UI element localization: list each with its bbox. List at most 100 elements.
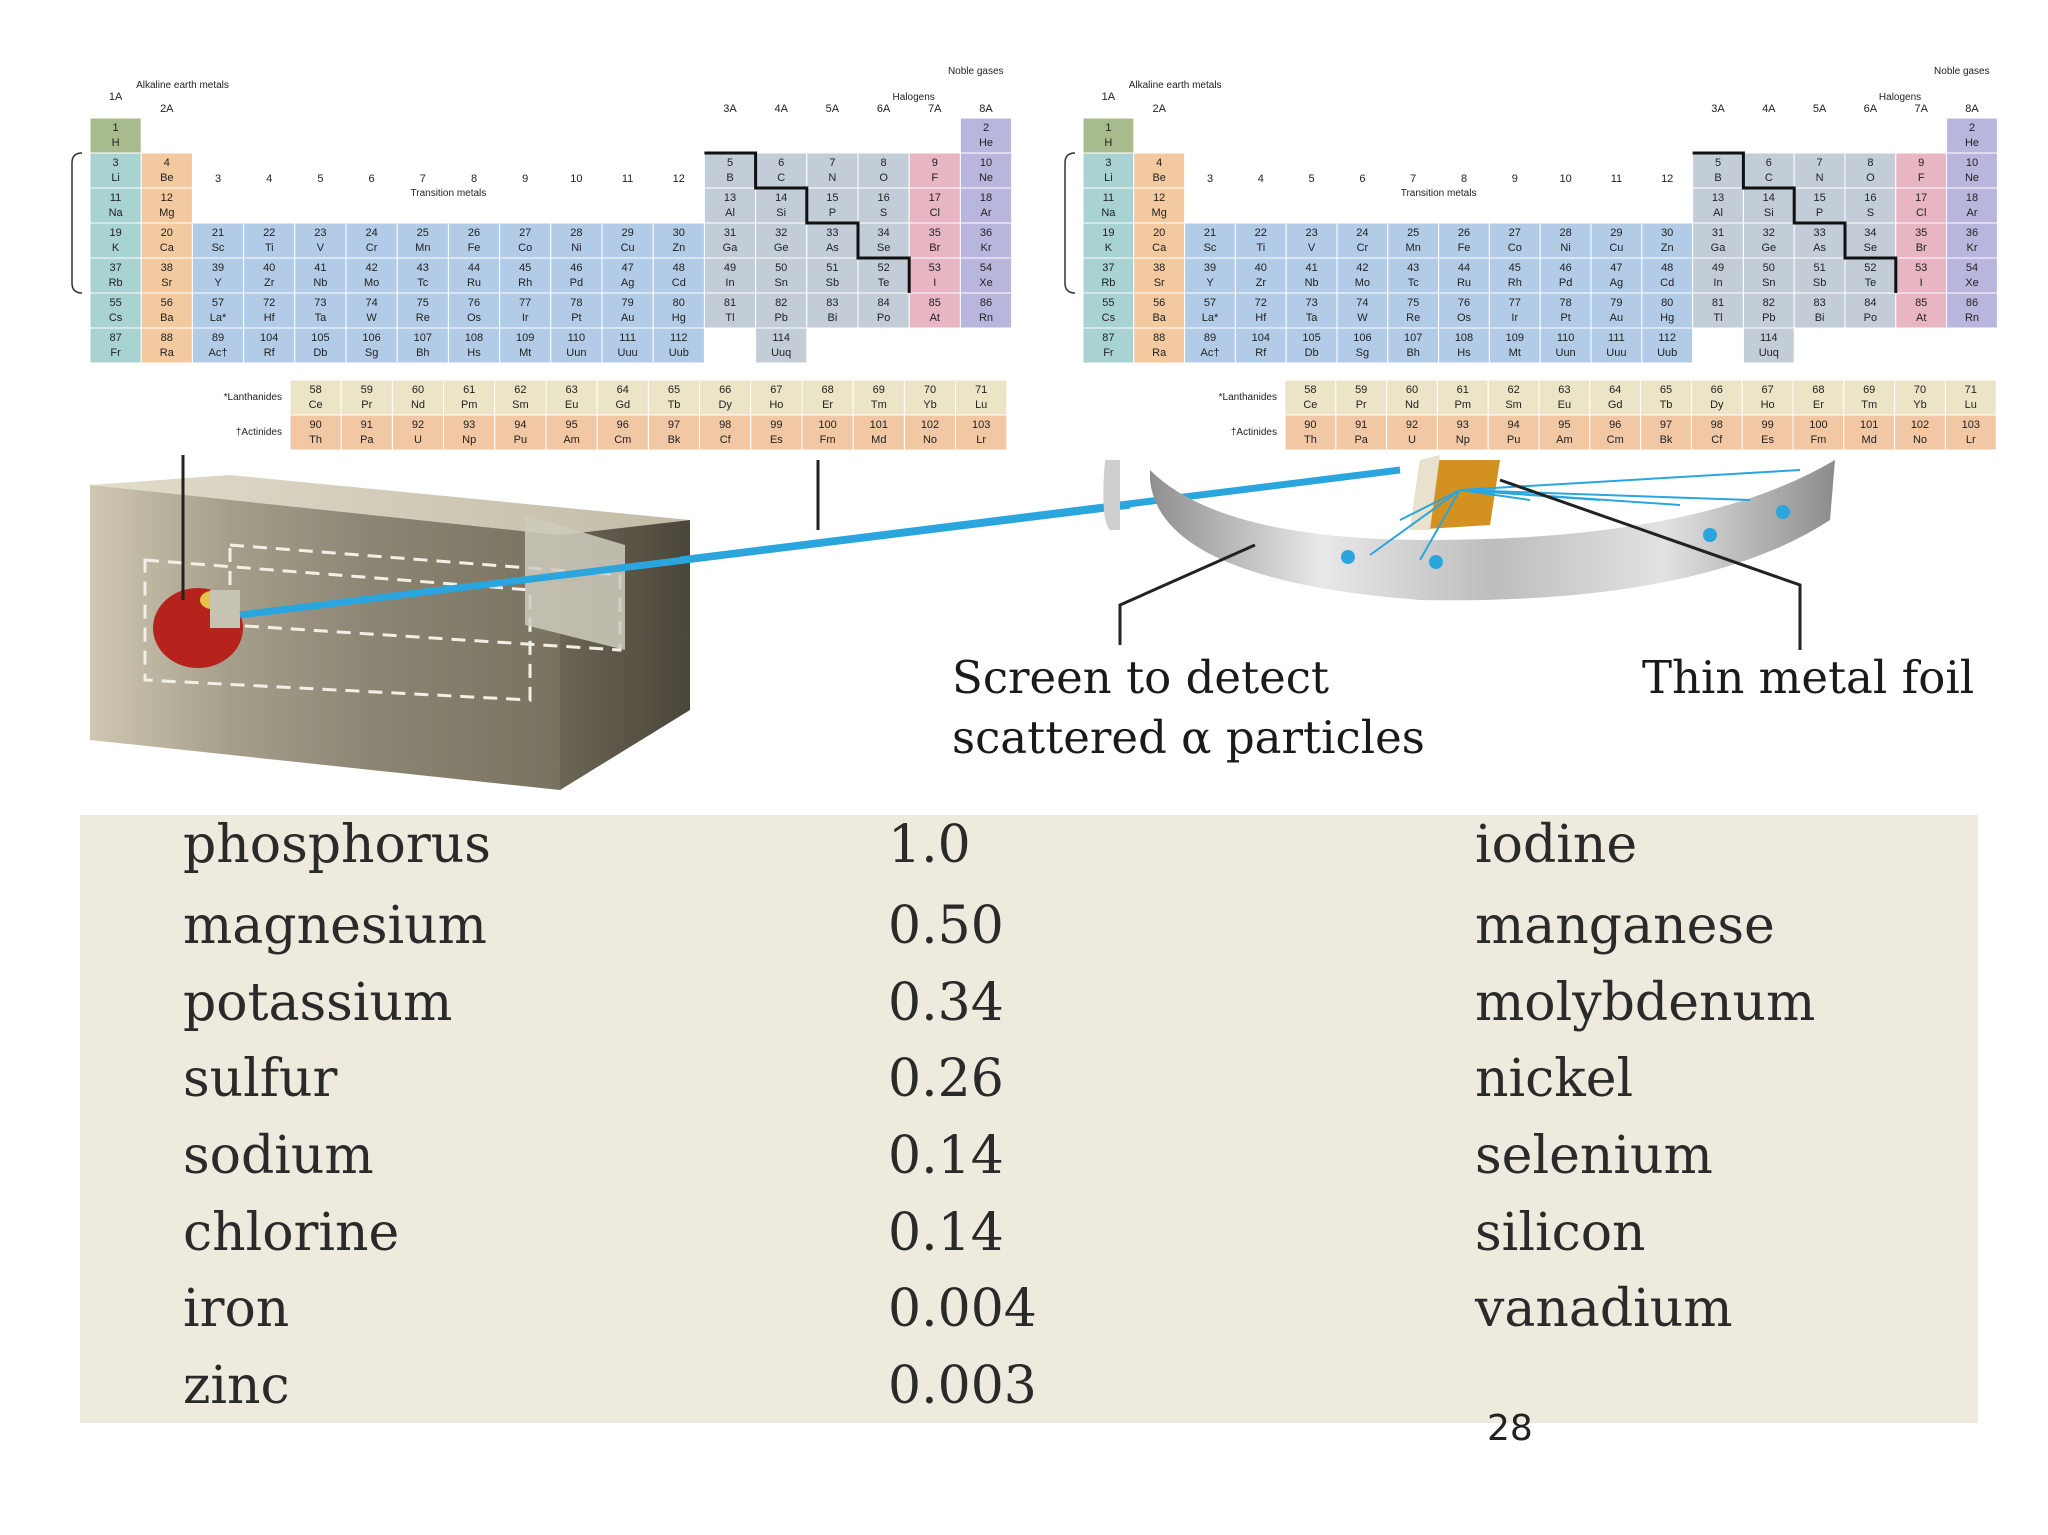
atomic-number: 56 xyxy=(161,297,173,309)
element-symbol: Pt xyxy=(1560,312,1570,324)
atomic-number: 48 xyxy=(1661,262,1673,274)
element-symbol: Rn xyxy=(1965,312,1979,324)
element-cell xyxy=(550,292,603,329)
trace-element: silicon xyxy=(1475,1203,1646,1263)
element-symbol: Rh xyxy=(1508,277,1522,289)
element-symbol: Eu xyxy=(1558,399,1571,411)
element-symbol: Nd xyxy=(411,399,425,411)
atomic-number: 14 xyxy=(775,192,787,204)
atomic-number: 57 xyxy=(212,297,224,309)
element-cell xyxy=(1488,327,1541,364)
element-cell xyxy=(601,222,654,259)
element-symbol: Br xyxy=(1916,242,1927,254)
element-symbol: Lu xyxy=(975,399,987,411)
f-block-cell xyxy=(1741,414,1794,451)
f-block-cell xyxy=(1538,379,1591,416)
lanthanides-label: *Lanthanides xyxy=(1219,392,1277,403)
foil-caption: Thin metal foil xyxy=(1642,651,1975,704)
element-cell xyxy=(1184,222,1236,259)
atomic-number: 28 xyxy=(570,227,582,239)
element-value: 0.003 xyxy=(888,1356,1037,1416)
atomic-number: 19 xyxy=(109,227,121,239)
group-label: 3A xyxy=(723,103,737,115)
element-symbol: Uub xyxy=(1657,347,1677,359)
element-symbol: Mo xyxy=(364,277,379,289)
element-symbol: Gd xyxy=(615,399,630,411)
element-symbol: H xyxy=(1104,137,1112,149)
atomic-number: 16 xyxy=(877,192,889,204)
f-block-cell xyxy=(1335,379,1388,416)
atomic-number: 66 xyxy=(719,384,731,396)
element-value: 0.14 xyxy=(888,1126,1004,1186)
f-block-cell xyxy=(1487,414,1540,451)
element-symbol: C xyxy=(1765,172,1773,184)
f-block-cell xyxy=(1843,414,1896,451)
element-symbol: Pa xyxy=(360,434,374,446)
element-symbol: Xe xyxy=(979,277,992,289)
group-label: 8A xyxy=(1965,103,1979,115)
element-cell xyxy=(447,327,501,364)
atomic-number: 85 xyxy=(1915,297,1927,309)
element-cell xyxy=(1539,327,1592,364)
element-cell xyxy=(755,152,808,189)
atomic-number: 20 xyxy=(161,227,173,239)
element-cell xyxy=(1082,292,1135,329)
element-cell xyxy=(1184,257,1236,294)
lanthanides-label: *Lanthanides xyxy=(224,392,282,403)
f-block-cell xyxy=(1436,379,1489,416)
element-symbol: Pt xyxy=(571,312,581,324)
element-symbol: Cu xyxy=(621,242,635,254)
element-symbol: Sb xyxy=(826,277,839,289)
atomic-number: 31 xyxy=(724,227,736,239)
atomic-number: 86 xyxy=(1966,297,1978,309)
atomic-number: 104 xyxy=(260,332,278,344)
atomic-number: 74 xyxy=(365,297,377,309)
element-symbol: Ir xyxy=(1511,312,1518,324)
atomic-number: 24 xyxy=(1356,227,1368,239)
element-cell xyxy=(1285,222,1338,259)
element-symbol: Ga xyxy=(723,242,739,254)
atomic-number: 41 xyxy=(314,262,326,274)
element-cell xyxy=(243,292,296,329)
element-symbol: Hg xyxy=(672,312,686,324)
element-cell xyxy=(1946,257,1998,294)
atomic-number: 78 xyxy=(570,297,582,309)
atomic-number: 67 xyxy=(1761,384,1773,396)
atomic-number: 105 xyxy=(311,332,329,344)
atomic-number: 15 xyxy=(1813,192,1825,204)
atomic-number: 75 xyxy=(417,297,429,309)
element-cell xyxy=(652,257,705,294)
element-symbol: Pb xyxy=(1762,312,1775,324)
atomic-number: 72 xyxy=(263,297,275,309)
atomic-number: 114 xyxy=(772,332,790,344)
element-symbol: Rf xyxy=(264,347,276,359)
element-name: potassium xyxy=(183,973,453,1033)
atomic-number: 65 xyxy=(668,384,680,396)
atomic-number: 24 xyxy=(365,227,377,239)
element-symbol: Hs xyxy=(1457,347,1471,359)
atomic-number: 17 xyxy=(929,192,941,204)
atomic-number: 103 xyxy=(972,419,990,431)
atomic-number: 61 xyxy=(1457,384,1469,396)
f-block-cell xyxy=(443,379,496,416)
element-symbol: Pm xyxy=(1455,399,1472,411)
atomic-number: 35 xyxy=(1915,227,1927,239)
element-symbol: Mt xyxy=(519,347,531,359)
element-cell xyxy=(1133,222,1186,259)
atomic-number: 1 xyxy=(113,122,119,134)
element-symbol: Mg xyxy=(159,207,174,219)
atomic-number: 8 xyxy=(881,157,887,169)
atomic-number: 58 xyxy=(309,384,321,396)
element-name: phosphorus xyxy=(183,815,491,875)
element-cell xyxy=(191,222,245,259)
element-cell xyxy=(243,257,296,294)
element-symbol: Er xyxy=(1813,399,1824,411)
element-cell xyxy=(1946,152,1998,189)
atomic-number: 5 xyxy=(1715,157,1721,169)
atomic-number: 54 xyxy=(980,262,992,274)
atomic-number: 49 xyxy=(1712,262,1724,274)
atomic-number: 77 xyxy=(1509,297,1521,309)
element-cell xyxy=(345,257,398,294)
group-label: 7 xyxy=(420,173,426,185)
